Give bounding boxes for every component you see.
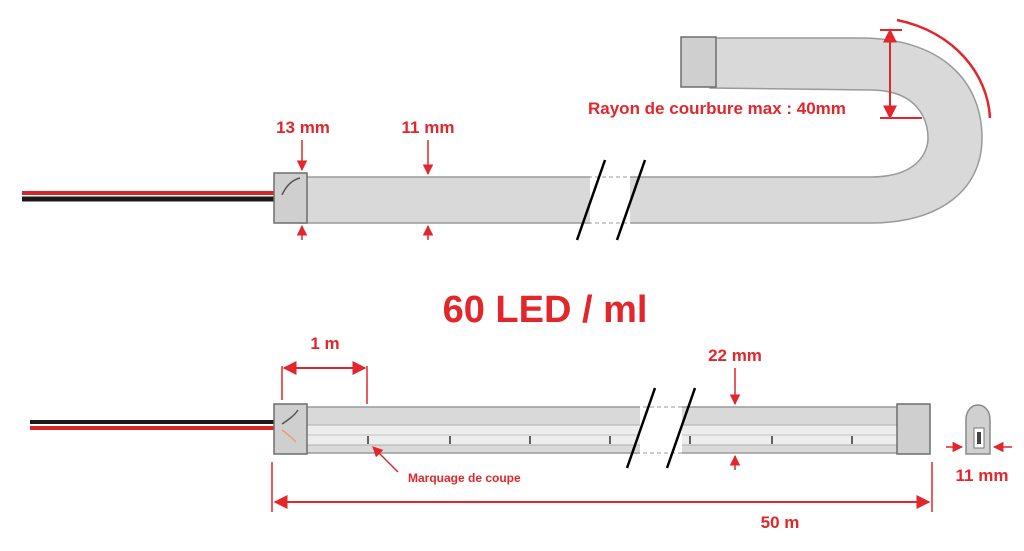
power-cable-top [22, 191, 282, 202]
label-strip-11mm-top: 11 mm [402, 118, 455, 137]
break-mark-top [575, 159, 647, 241]
dim-bend-radius [880, 18, 992, 120]
cut-marks [367, 436, 853, 444]
break-mark-bottom [625, 387, 697, 469]
top-strip-group: 13 mm 11 mm Rayon de courbure max : 40mm [22, 18, 992, 241]
label-strip-22mm: 22 mm [708, 346, 762, 365]
label-bend-radius: Rayon de courbure max : 40mm [588, 99, 846, 118]
label-segment-1m: 1 m [310, 334, 339, 353]
end-cap-left-bottom [273, 403, 308, 455]
end-cap-right-top [680, 36, 717, 88]
density-title: 60 LED / ml [443, 289, 648, 331]
power-cable-bottom [30, 420, 282, 430]
label-profile-11mm: 11 mm [956, 466, 1009, 485]
pointer-cut-marking [372, 446, 399, 473]
strip-profile-section [946, 404, 1012, 455]
end-cap-left-top [273, 172, 308, 224]
end-cap-right-bottom [896, 403, 931, 455]
dim-segment-1m [281, 361, 368, 404]
label-end-cap-13mm: 13 mm [276, 118, 330, 137]
label-total-length: 50 m [761, 513, 800, 532]
bottom-strip-group: 1 m 22 mm Marquage de coupe 50 m 11 mm [30, 334, 1012, 532]
label-cut-marking: Marquage de coupe [408, 471, 521, 485]
dim-total-length [271, 462, 933, 512]
